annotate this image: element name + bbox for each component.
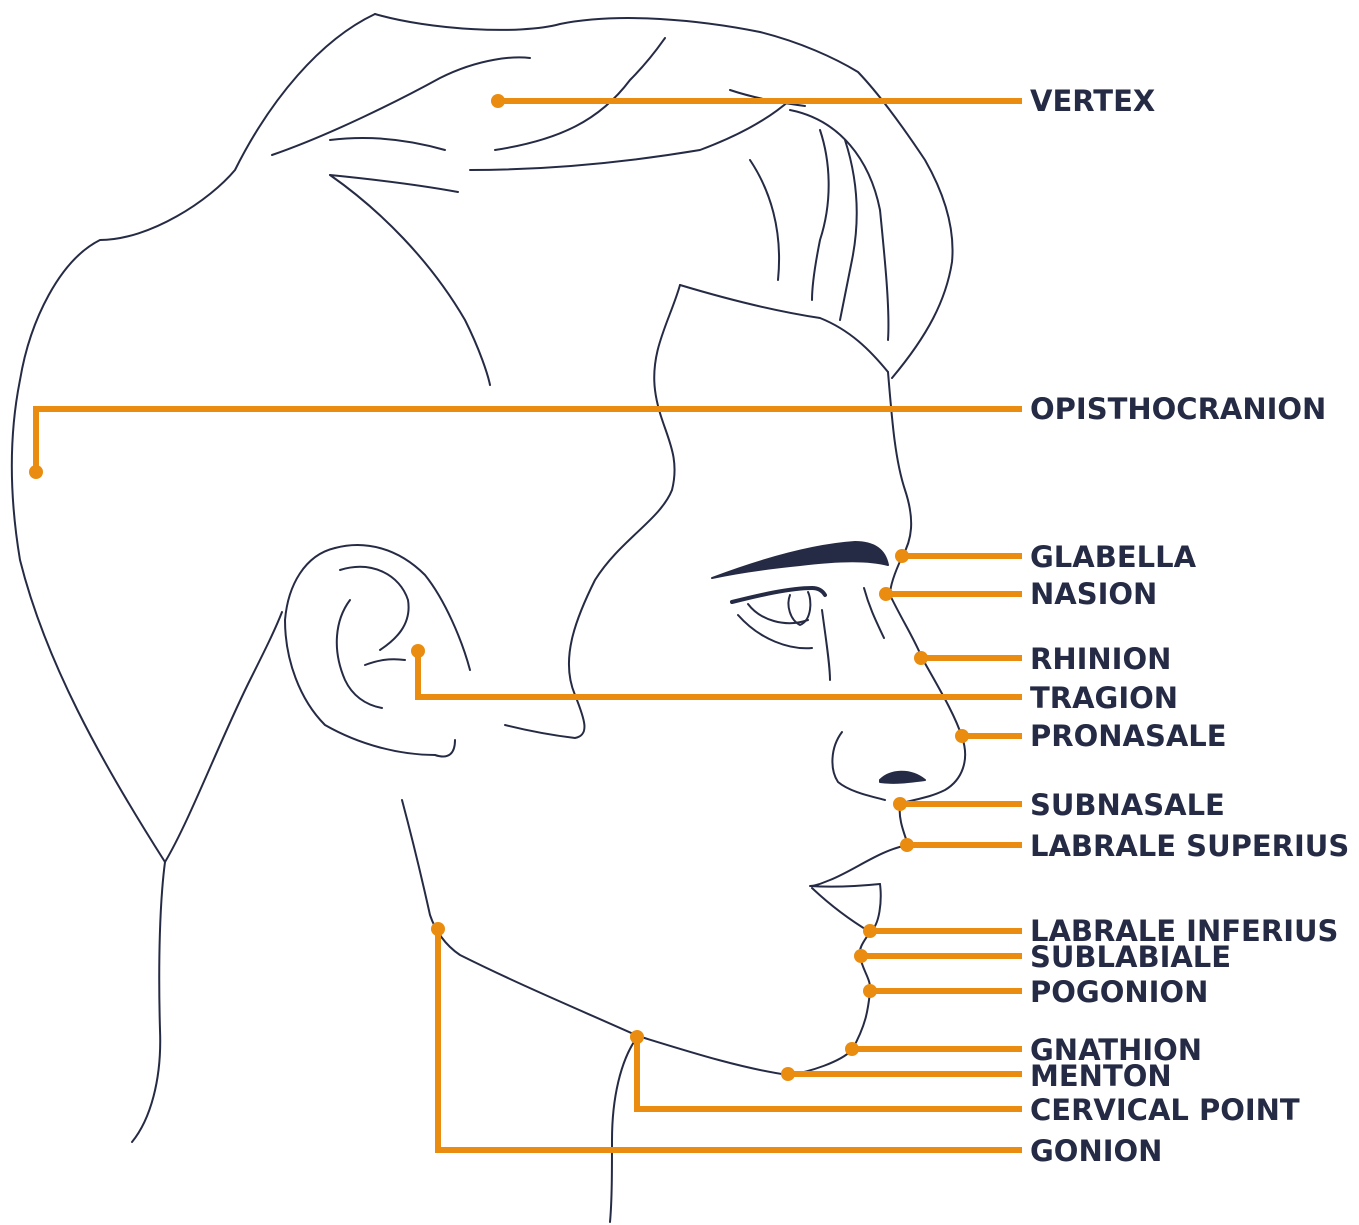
jawline [402,800,788,1075]
leader-glabella [895,549,1022,563]
leader-vertex [491,94,1022,108]
leader-subnasale [893,797,1022,811]
eye-lower-lid [748,604,808,623]
label-tragion: TRAGION [1030,681,1178,715]
leader-sublabiale [854,949,1022,963]
hairline-sideburn [680,285,888,372]
hair-stroke [470,100,790,170]
ear-helix [337,600,382,708]
label-sublabiale: SUBLABIALE [1030,940,1231,974]
leader-nasion [879,587,1022,601]
sideburn-edge [505,285,680,738]
hair-stroke [330,175,490,385]
label-subnasale: SUBNASALE [1030,788,1225,822]
leader-labrale-inferius [863,924,1022,938]
label-opisthocranion: OPISTHOCRANION [1030,392,1326,426]
label-nasion: NASION [1030,577,1157,611]
leader-tragion [411,644,1022,697]
ear-inner [340,567,409,650]
label-pronasale: PRONASALE [1030,719,1227,753]
leader-pronasale [955,729,1022,743]
label-glabella: GLABELLA [1030,540,1197,574]
label-cervical-point: CERVICAL POINT [1030,1093,1300,1127]
neck-front [610,1036,638,1222]
label-menton: MENTON [1030,1059,1172,1093]
landmark-labels: VERTEX OPISTHOCRANION GLABELLA NASION RH… [1030,84,1349,1168]
label-rhinion: RHINION [1030,642,1171,676]
head-profile-drawing [12,14,965,1222]
hair-stroke [330,138,445,150]
back-of-head-outline [12,14,375,862]
leader-gnathion [845,1042,1022,1056]
eye-iris [788,592,810,625]
hair-stroke [495,38,665,150]
label-labrale-superius: LABRALE SUPERIUS [1030,829,1349,863]
neck-back-upper [165,612,282,862]
leader-pogonion [863,984,1022,998]
ear-top [335,545,470,670]
hair-stroke [790,110,888,340]
neck-back [132,862,165,1142]
upper-lip [810,845,908,887]
leader-cervical-point [630,1030,1022,1109]
nose-wing [832,732,885,800]
nostril [880,772,925,783]
cheek-line [822,610,830,680]
label-vertex: VERTEX [1030,84,1155,118]
eyebrow [712,542,888,578]
label-pogonion: POGONION [1030,975,1208,1009]
leader-labrale-superius [900,838,1022,852]
label-gonion: GONION [1030,1134,1162,1168]
leader-rhinion [914,651,1022,665]
eye-crease [738,615,812,648]
leader-opisthocranion [29,409,1022,479]
leader-lines [29,94,1022,1150]
hair-stroke [750,160,779,280]
hair-stroke [812,130,829,300]
ear-concha [365,659,405,665]
hair-stroke [840,140,857,320]
